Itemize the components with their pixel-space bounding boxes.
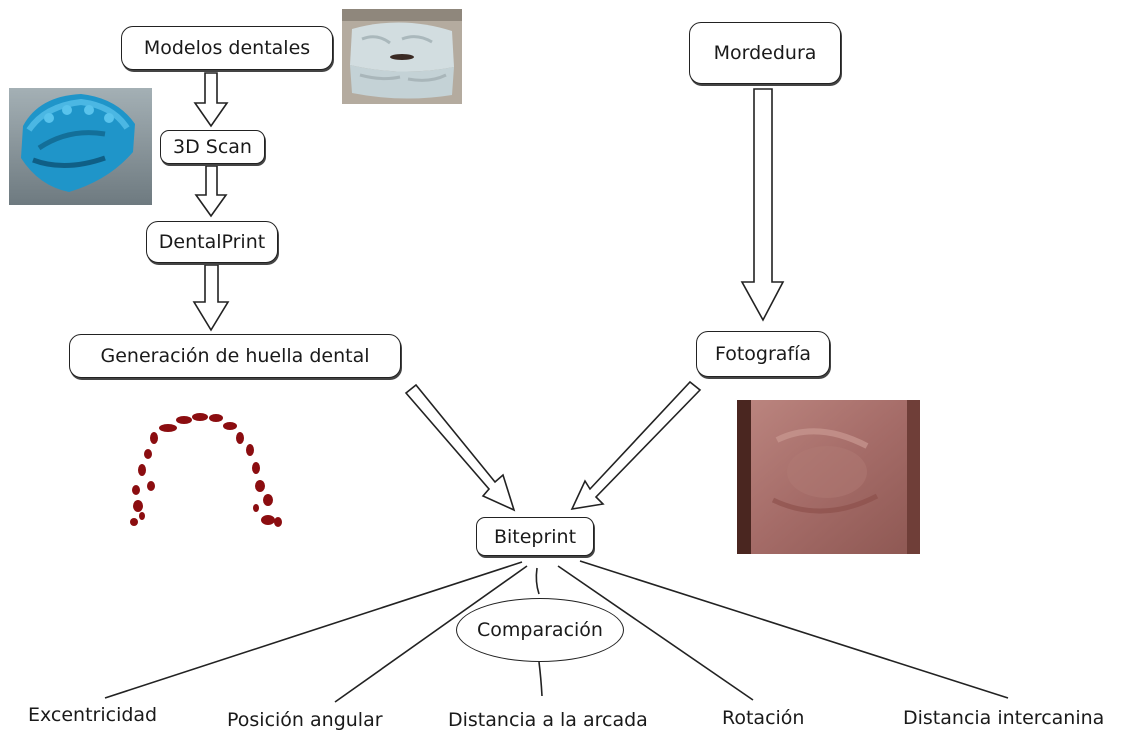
node-fotografia-label: Fotografía: [715, 343, 811, 365]
arrow-generacion-to-biteprint: [406, 385, 514, 510]
node-mordedura-label: Mordedura: [714, 42, 817, 64]
node-3d-scan: 3D Scan: [160, 130, 265, 164]
arrow-scan-to-dentalprint: [196, 166, 226, 216]
node-biteprint: Biteprint: [476, 517, 594, 556]
node-modelos-dentales-label: Modelos dentales: [144, 37, 310, 59]
arrow-modelos-to-scan: [195, 73, 227, 126]
node-comparacion-label: Comparación: [477, 619, 603, 641]
node-3d-scan-label: 3D Scan: [173, 136, 252, 158]
bite-mark-skin-photo: [737, 400, 920, 554]
line-comparacion-to-distancia: [539, 662, 542, 696]
node-dentalprint: DentalPrint: [146, 221, 278, 263]
node-mordedura: Mordedura: [689, 22, 841, 84]
output-distancia-intercanina: Distancia intercanina: [903, 707, 1104, 729]
output-excentricidad: Excentricidad: [28, 704, 157, 726]
node-generacion-huella: Generación de huella dental: [69, 334, 401, 378]
3d-scan-model-image: [9, 88, 152, 205]
output-distancia-arcada: Distancia a la arcada: [448, 709, 648, 731]
node-fotografia: Fotografía: [696, 331, 830, 377]
node-modelos-dentales: Modelos dentales: [121, 26, 333, 70]
node-dentalprint-label: DentalPrint: [159, 231, 265, 253]
node-biteprint-label: Biteprint: [494, 526, 576, 548]
arrow-mordedura-to-fotografia: [742, 89, 783, 320]
line-biteprint-to-comparacion: [536, 568, 539, 594]
node-generacion-huella-label: Generación de huella dental: [101, 345, 370, 367]
output-posicion-angular: Posición angular: [227, 709, 383, 731]
arrow-dentalprint-to-generacion: [194, 265, 228, 330]
line-biteprint-to-intercanina: [580, 561, 1008, 698]
dental-cast-photo: [342, 9, 462, 104]
arrow-fotografia-to-biteprint: [572, 382, 700, 509]
output-rotacion: Rotación: [722, 707, 804, 729]
node-comparacion: Comparación: [456, 598, 624, 662]
tooth-mark-pattern: [118, 408, 288, 533]
